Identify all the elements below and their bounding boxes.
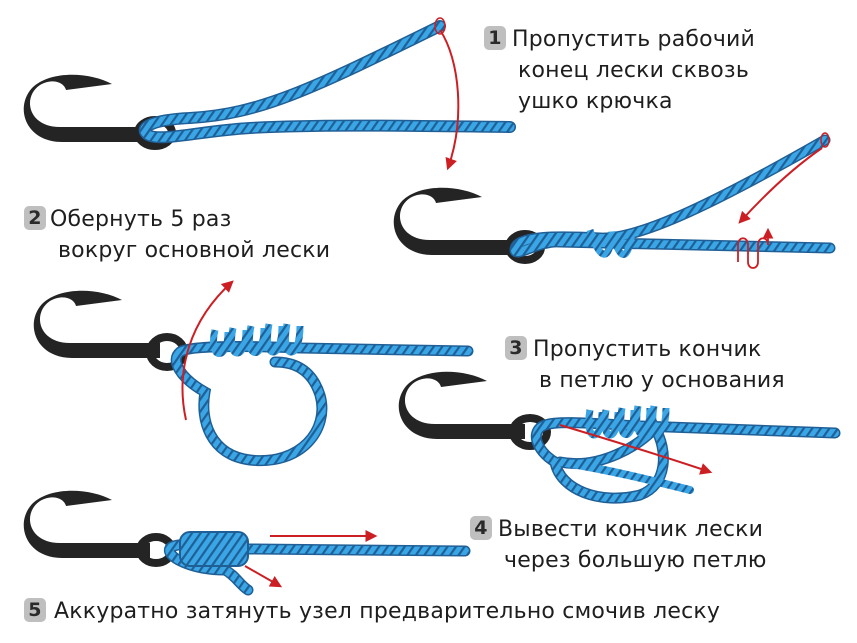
step-badge: 3 bbox=[505, 336, 527, 360]
tight-knot bbox=[179, 531, 249, 567]
line-tip bbox=[820, 132, 830, 148]
step-badge: 1 bbox=[484, 26, 506, 50]
free-tail bbox=[556, 458, 694, 494]
step-badge: 2 bbox=[24, 206, 46, 230]
step-1-illustration bbox=[23, 17, 516, 171]
step-badge: 4 bbox=[470, 516, 492, 540]
step-4-illustration bbox=[398, 371, 841, 504]
step-5-illustration bbox=[23, 490, 471, 596]
red-arrow bbox=[181, 280, 234, 421]
wrap-coil bbox=[586, 228, 636, 258]
line-tip bbox=[434, 17, 446, 35]
hook-icon bbox=[23, 74, 150, 142]
red-arrow bbox=[738, 147, 823, 224]
red-arrow bbox=[244, 565, 283, 588]
red-arrow bbox=[439, 29, 460, 171]
step-2-illustration bbox=[393, 132, 836, 269]
hook-icon bbox=[33, 290, 160, 358]
red-wrap-arrow bbox=[737, 227, 774, 269]
step-3-illustration bbox=[33, 280, 474, 467]
hook-eye bbox=[509, 414, 551, 450]
hook-icon bbox=[23, 490, 150, 558]
red-arrow bbox=[559, 424, 713, 475]
hook-icon bbox=[393, 187, 520, 255]
step-badge: 5 bbox=[24, 598, 46, 622]
wrap-coils bbox=[210, 323, 304, 357]
